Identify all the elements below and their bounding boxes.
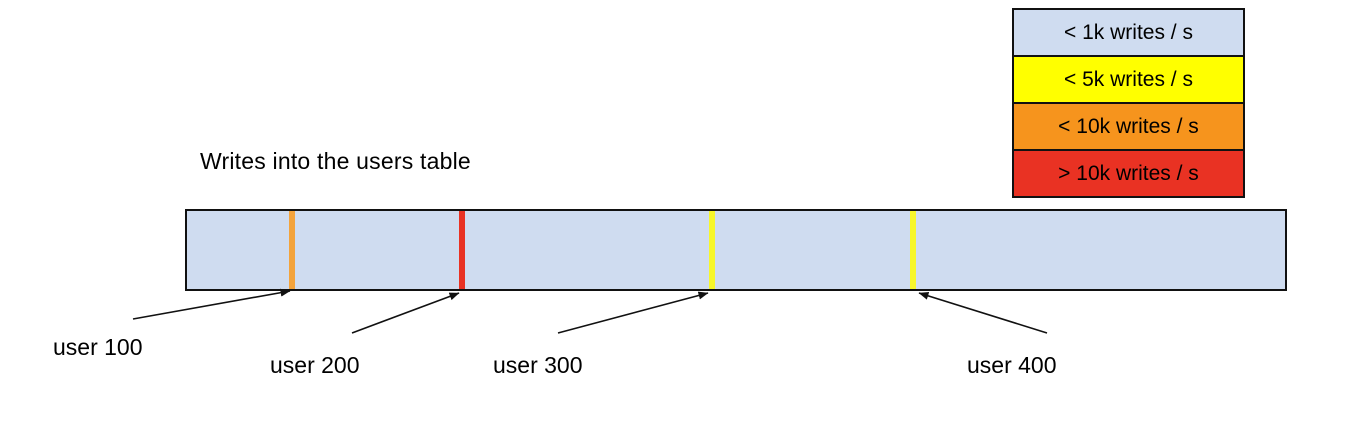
diagram-title: Writes into the users table — [200, 148, 471, 174]
write-rate-legend: < 1k writes / s< 5k writes / s< 10k writ… — [1012, 8, 1245, 198]
callout-user-100: user 100 — [53, 334, 143, 360]
legend-item-0: < 1k writes / s — [1014, 10, 1243, 55]
legend-item-1: < 5k writes / s — [1014, 55, 1243, 102]
users-table-keyspace-bar — [185, 209, 1287, 291]
arrow-user-100 — [132, 288, 291, 320]
legend-item-3: > 10k writes / s — [1014, 149, 1243, 196]
arrow-user-400 — [918, 292, 1048, 334]
hotspot-marker-user-400 — [909, 211, 916, 289]
arrow-user-200 — [351, 292, 460, 334]
hotspot-marker-user-100 — [289, 211, 296, 289]
arrow-user-300 — [557, 291, 709, 334]
legend-item-2: < 10k writes / s — [1014, 102, 1243, 149]
callout-user-400: user 400 — [967, 352, 1057, 378]
hotspot-marker-user-200 — [458, 211, 465, 289]
callout-user-200: user 200 — [270, 352, 360, 378]
hotspot-marker-user-300 — [708, 211, 715, 289]
callout-user-300: user 300 — [493, 352, 583, 378]
